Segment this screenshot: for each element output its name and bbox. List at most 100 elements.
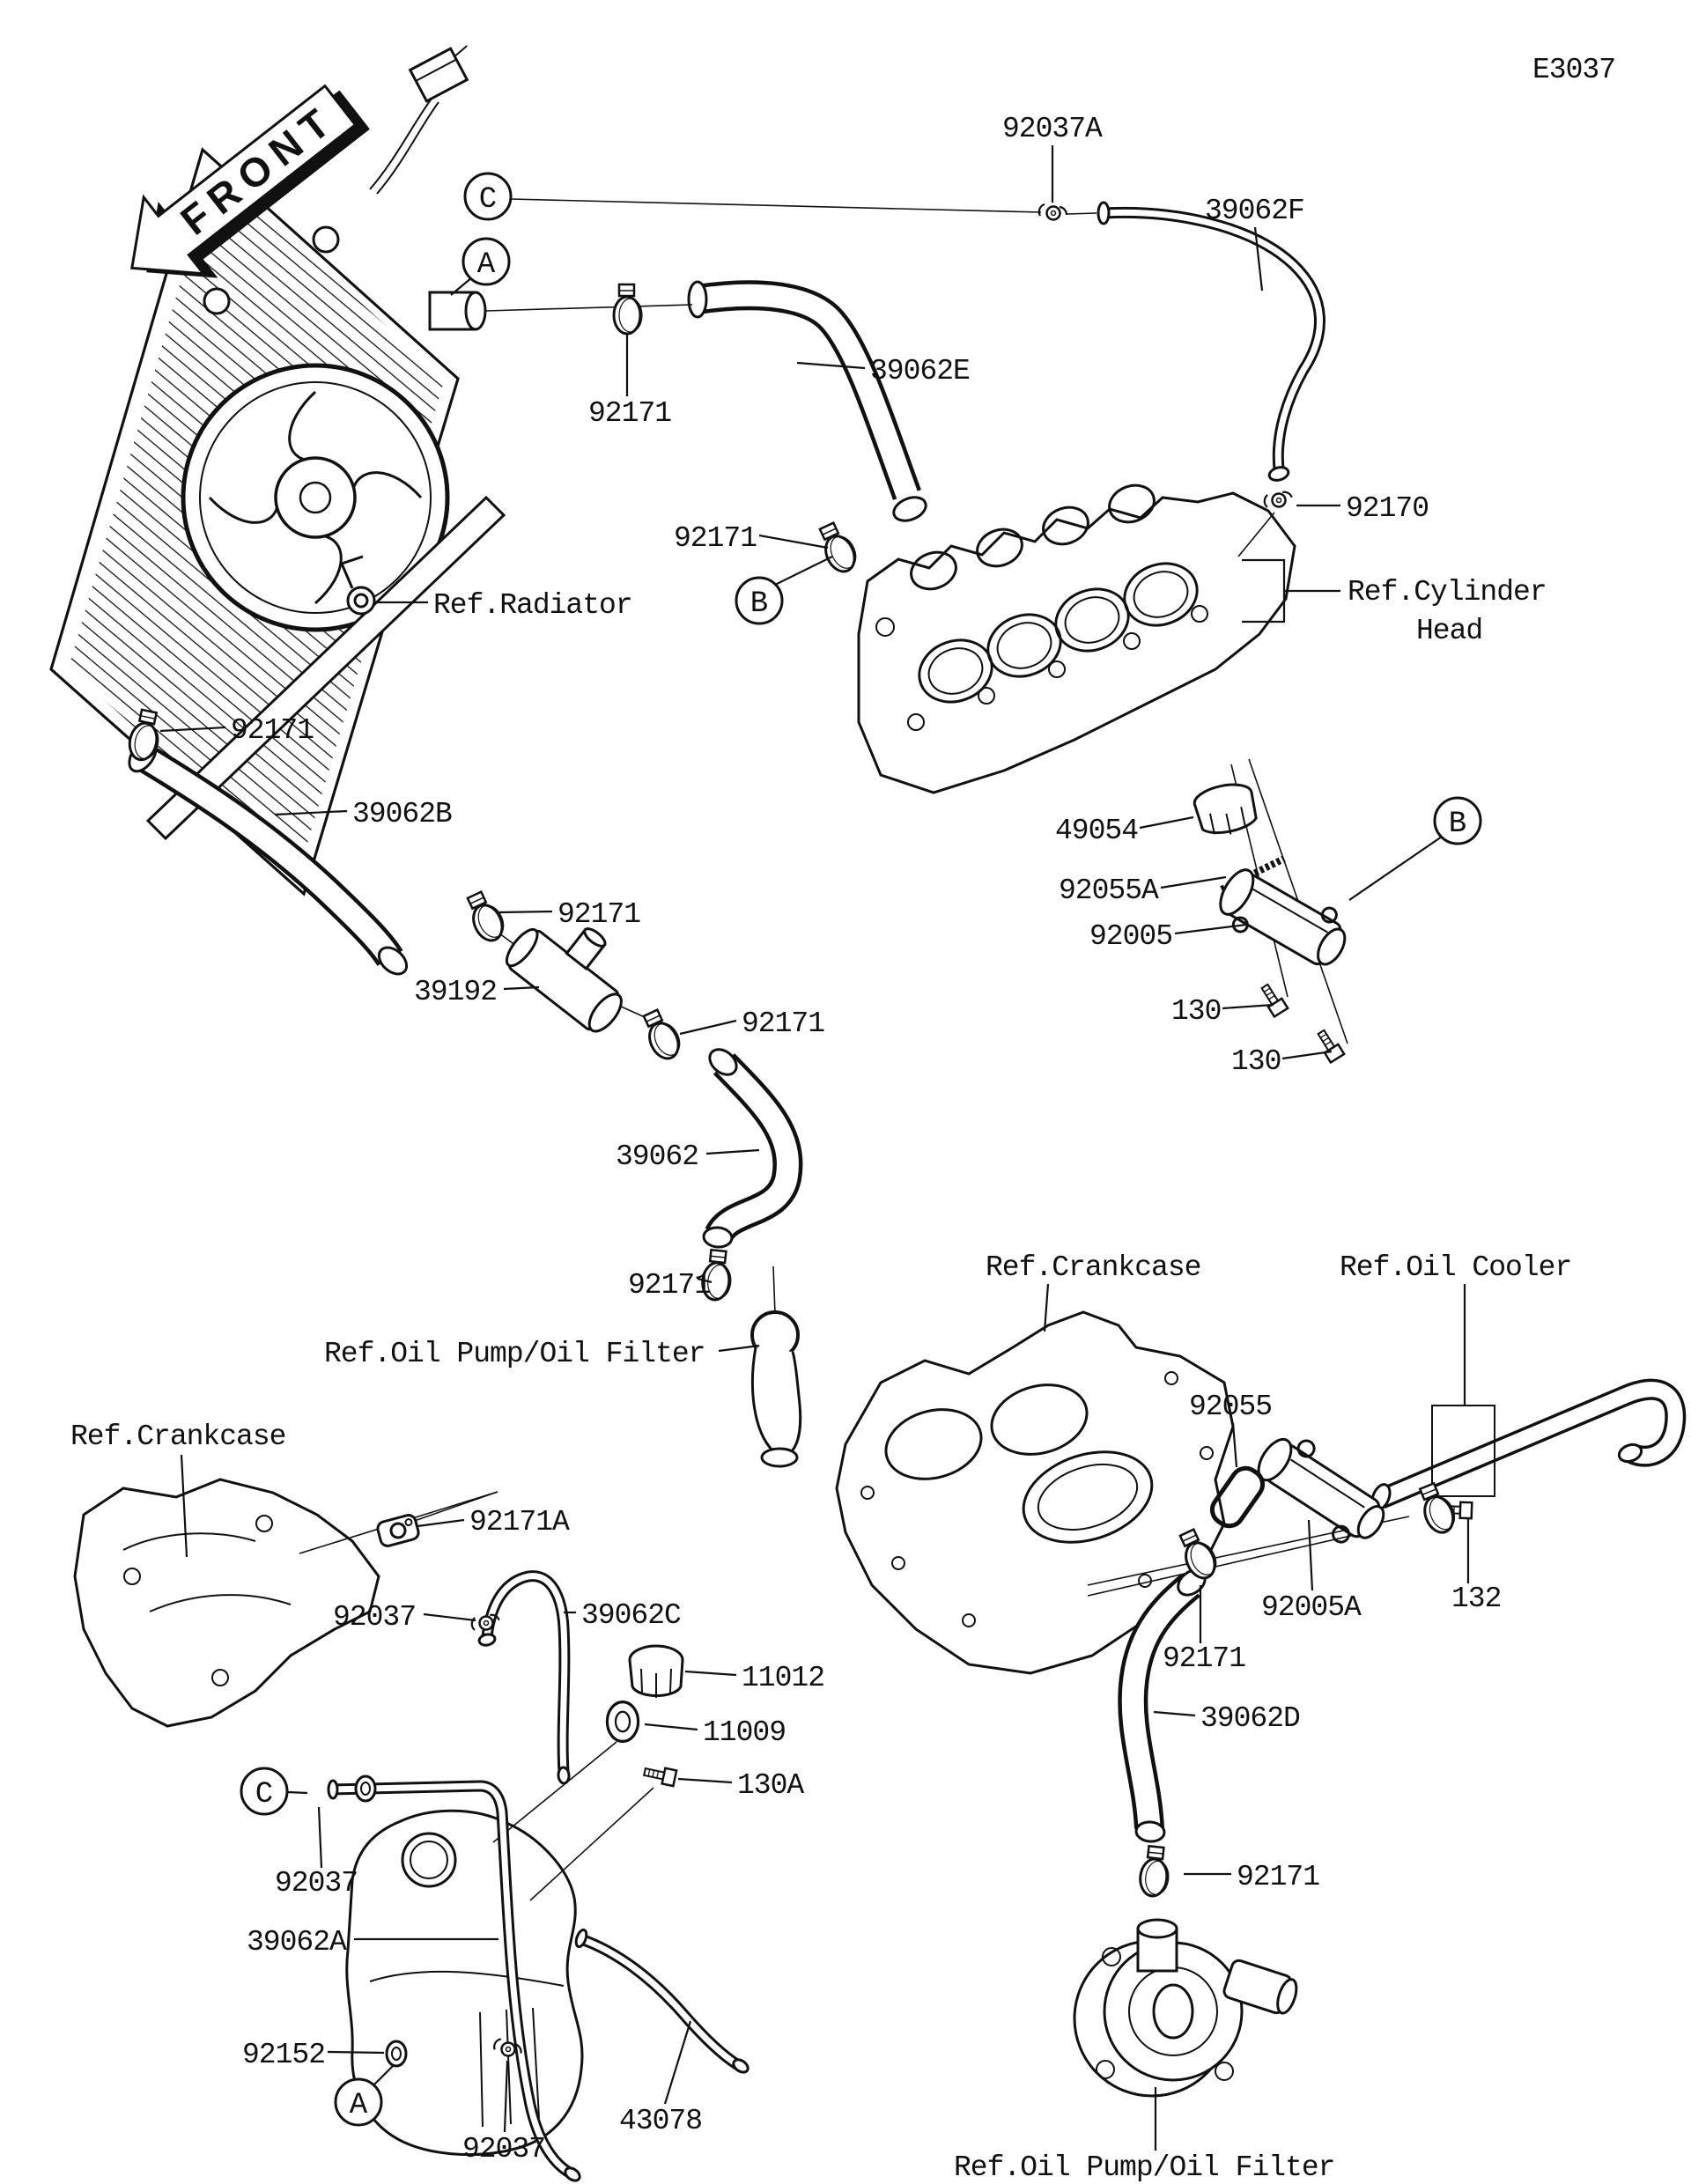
part-label-39062E[interactable]: 39062E <box>870 355 971 387</box>
oil-cooler-bracket <box>1431 1405 1495 1497</box>
thermostat-seal-92055A <box>1220 855 1286 893</box>
diagram-code: E3037 <box>1532 54 1615 86</box>
radiator-mount-tab <box>312 225 340 254</box>
radiator-fan-icon <box>181 363 450 632</box>
part-label-39062D[interactable]: 39062D <box>1200 1702 1301 1735</box>
part-label-92171-5[interactable]: 92171 <box>742 1007 825 1040</box>
hose-39062 <box>702 1048 803 1249</box>
part-label-39192[interactable]: 39192 <box>414 976 498 1008</box>
thermostat-housing-92005 <box>1219 868 1347 966</box>
callout-letter-c-bottom[interactable]: C <box>240 1767 289 1816</box>
part-label-92037-3[interactable]: 92037 <box>462 2133 546 2166</box>
water-fitting-mid <box>750 1265 802 1468</box>
part-label-92171-6[interactable]: 92171 <box>628 1269 712 1302</box>
svg-text:B: B <box>1449 808 1466 841</box>
part-label-39062C[interactable]: 39062C <box>581 1599 682 1632</box>
part-label-92171-7[interactable]: 92171 <box>1163 1642 1246 1675</box>
part-label-92171-3[interactable]: 92171 <box>231 714 314 747</box>
svg-text:C: C <box>479 183 497 217</box>
tank-cap-11012 <box>628 1644 684 1698</box>
thermostat-art <box>1193 758 1348 1064</box>
part-label-11009[interactable]: 11009 <box>703 1716 786 1749</box>
cylinder-head-art <box>857 483 1296 794</box>
clip-92170-icon <box>1261 486 1295 513</box>
hose-39062A <box>327 1779 581 2182</box>
callout-letter-a-bottom[interactable]: A <box>334 2077 383 2127</box>
ref-label-crankcase-left: Ref.Crankcase <box>70 1420 285 1453</box>
bolt-130-icon <box>1313 1026 1346 1064</box>
part-label-39062F[interactable]: 39062F <box>1205 195 1305 227</box>
part-label-92037A[interactable]: 92037A <box>1002 113 1104 145</box>
part-label-92171-2[interactable]: 92171 <box>674 522 757 555</box>
part-label-43078[interactable]: 43078 <box>619 2105 703 2137</box>
grommet-icon <box>354 1774 377 1803</box>
clamp-icon <box>1137 1844 1173 1900</box>
reserve-tank-art <box>345 1644 684 2157</box>
part-label-92037-2[interactable]: 92037 <box>275 1867 358 1900</box>
part-label-92037-1[interactable]: 92037 <box>333 1601 417 1634</box>
part-label-130A[interactable]: 130A <box>737 1769 805 1802</box>
callout-letters: C A B B C A <box>240 172 1482 2127</box>
callout-letter-b-thermostat[interactable]: B <box>1433 796 1482 845</box>
callout-letter-a-top[interactable]: A <box>462 237 511 286</box>
crankcase-left-art <box>73 1478 380 1728</box>
grommet-92152-icon <box>385 2040 408 2068</box>
hose-39062C <box>477 1570 571 1785</box>
ref-label-oil-pump-bottom: Ref.Oil Pump/Oil Filter <box>954 2151 1334 2184</box>
part-label-92171-4[interactable]: 92171 <box>558 898 641 931</box>
part-label-92171-8[interactable]: 92171 <box>1237 1861 1320 1893</box>
fitting-39192 <box>495 927 646 1033</box>
bolt-130A-icon <box>641 1762 678 1788</box>
clip-92171A <box>299 1491 498 1554</box>
hose-43078 <box>574 1928 750 2074</box>
radiator-mount-tab <box>203 287 231 315</box>
radiator-bracket-hook <box>339 555 376 616</box>
part-label-92055A[interactable]: 92055A <box>1059 874 1160 907</box>
hose-39062E <box>687 280 927 522</box>
part-label-132[interactable]: 132 <box>1451 1583 1502 1615</box>
svg-text:B: B <box>750 587 768 621</box>
oil-cooler-pipe <box>1370 1378 1687 1511</box>
ref-label-cylinder-head-line2: Head <box>1416 615 1482 647</box>
part-label-92005[interactable]: 92005 <box>1089 920 1173 953</box>
fan-connector <box>408 45 469 103</box>
ref-label-oil-pump-mid: Ref.Oil Pump/Oil Filter <box>324 1338 705 1370</box>
svg-text:A: A <box>350 2089 368 2122</box>
svg-text:C: C <box>255 1778 273 1811</box>
o-ring-92055 <box>1209 1465 1266 1529</box>
clip-92037A-icon <box>1037 203 1068 221</box>
radiator-outlet-stub <box>428 291 487 331</box>
part-label-39062[interactable]: 39062 <box>616 1140 699 1173</box>
part-label-92055[interactable]: 92055 <box>1189 1391 1273 1423</box>
part-label-92171A[interactable]: 92171A <box>469 1506 571 1538</box>
part-label-92170[interactable]: 92170 <box>1346 492 1429 525</box>
crankcase-mid-art <box>835 1310 1235 1675</box>
clamp-icon <box>813 518 863 578</box>
water-pipe-92005A <box>1087 1437 1473 1597</box>
clamp-icon <box>1414 1479 1461 1538</box>
ref-label-radiator: Ref.Radiator <box>433 589 632 622</box>
ref-label-crankcase-mid: Ref.Crankcase <box>986 1251 1200 1284</box>
water-pump-art <box>1073 1918 1298 2098</box>
part-label-130-1[interactable]: 130 <box>1171 995 1222 1028</box>
tank-grommet-11009 <box>605 1700 640 1744</box>
hose-39062F <box>1097 201 1325 482</box>
part-label-92171-1[interactable]: 92171 <box>588 397 672 430</box>
leader-lines <box>159 145 1470 2151</box>
clamp-icon <box>637 1005 687 1065</box>
ref-label-cylinder-head-line1: Ref.Cylinder <box>1348 576 1547 609</box>
part-label-92005A[interactable]: 92005A <box>1261 1591 1362 1624</box>
callout-letter-c-top[interactable]: C <box>463 172 513 221</box>
callout-letter-b-hose[interactable]: B <box>735 576 784 625</box>
part-label-11012[interactable]: 11012 <box>742 1662 825 1694</box>
svg-text:A: A <box>477 248 496 282</box>
part-label-130-2[interactable]: 130 <box>1231 1045 1281 1078</box>
part-label-49054[interactable]: 49054 <box>1055 815 1139 847</box>
bolt-130-icon <box>1257 980 1289 1018</box>
part-label-92152[interactable]: 92152 <box>242 2039 326 2071</box>
part-label-39062B[interactable]: 39062B <box>352 798 453 830</box>
part-label-39062A[interactable]: 39062A <box>247 1926 348 1959</box>
hose-39062D <box>1118 1568 1207 1843</box>
